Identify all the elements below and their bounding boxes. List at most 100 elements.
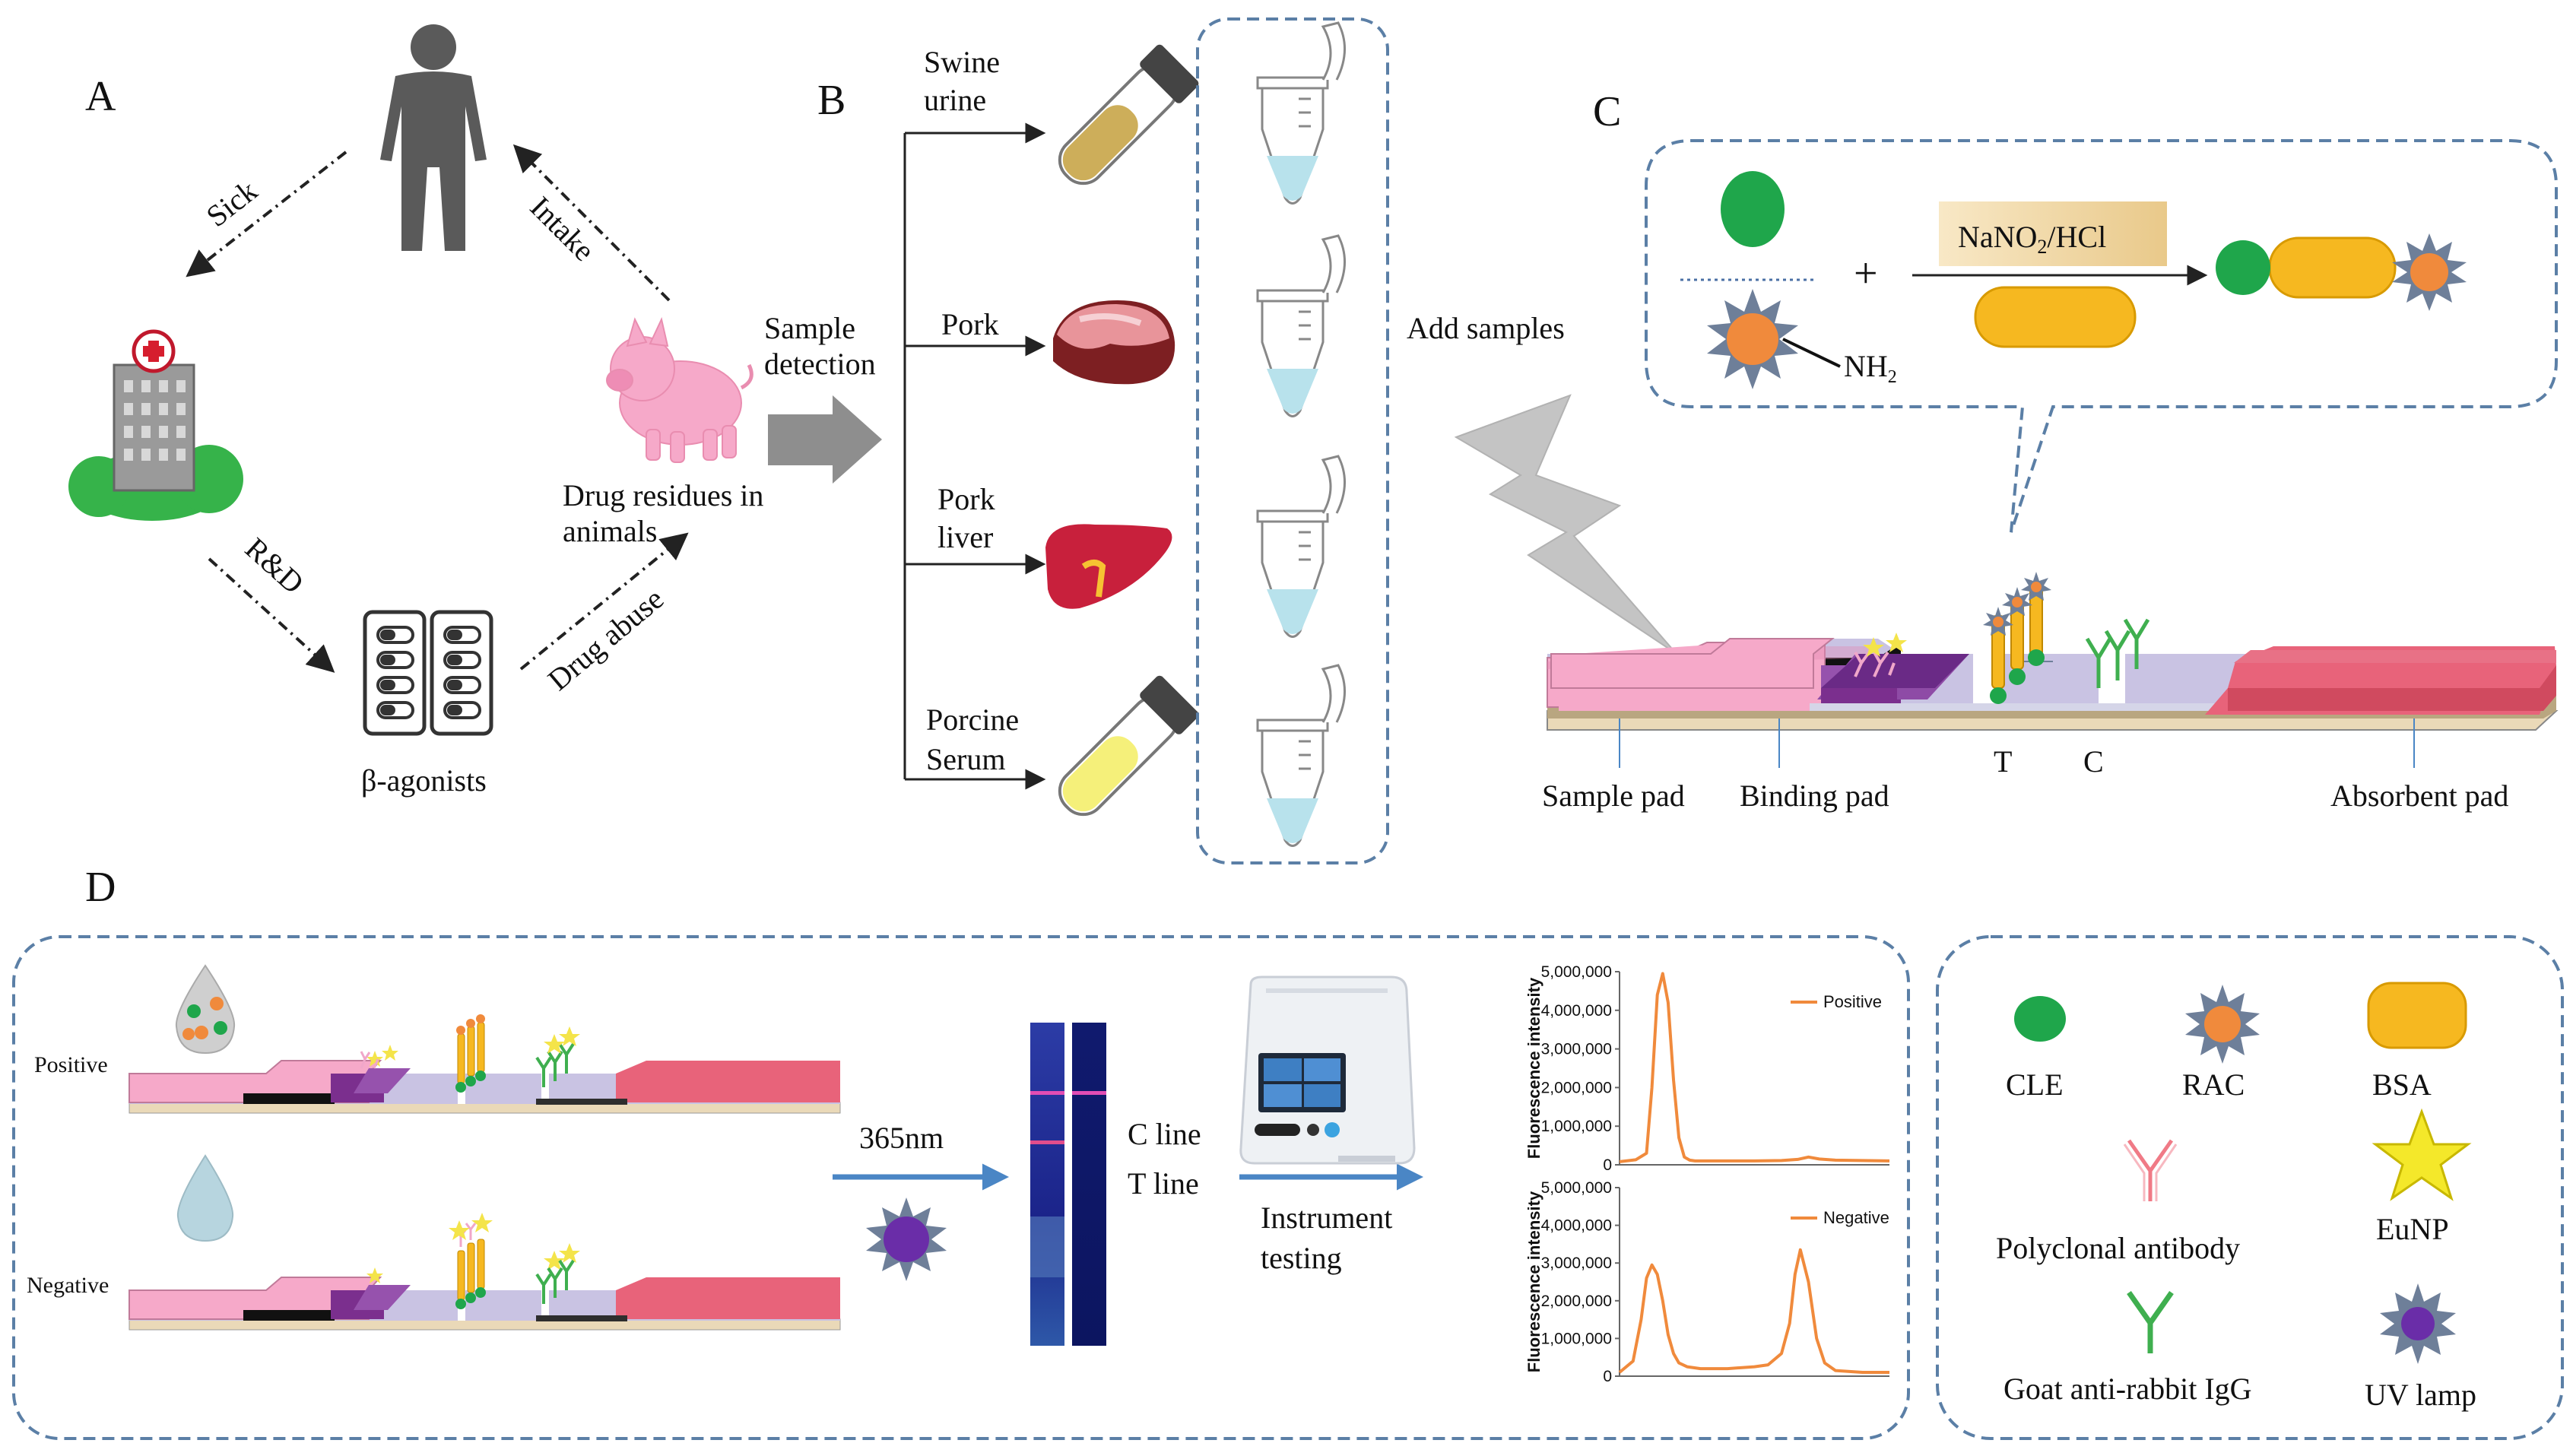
panel-a-arrows [186,144,689,673]
legend-polyclonal-label: Polyclonal antibody [1996,1231,2240,1265]
label-add-samples: Add samples [1407,311,1565,345]
y-tick-label: 2,000,000 [1541,1079,1612,1096]
pill-blister-icon [363,610,493,736]
label-sample-detection-2: detection [764,347,876,381]
pork-meat-icon [1053,300,1175,385]
label-rd: R&D [239,531,311,600]
legend-polyclonal-icon-outline [2123,1144,2178,1201]
y-tick-label: 1,000,000 [1541,1118,1612,1135]
human-figure-icon [380,24,487,251]
label-instrument-2: testing [1261,1241,1342,1275]
panel-label-d: D [85,864,116,911]
label-drug-abuse: Drug abuse [541,582,670,697]
y-tick-label: 4,000,000 [1541,1217,1612,1235]
positive-drop-icon [175,964,236,1055]
legend-uv-label: UV lamp [2365,1378,2476,1412]
series-line-negative [1618,1248,1889,1374]
sample-branch-lines [903,122,1046,790]
label-drug-residues-1: Drug residues in [563,478,763,512]
positive-test-strip [128,1014,841,1114]
cle-molecule-icon [1721,171,1785,247]
legend-entry: Positive [1823,992,1882,1011]
y-tick-label: 2,000,000 [1541,1293,1612,1310]
sample-label-swine-2: urine [924,83,986,117]
legend-eunp-icon [2372,1108,2472,1201]
label-t: T [1994,744,2012,779]
negative-drop-icon [176,1154,234,1242]
label-c-line: C line [1128,1117,1201,1151]
uv-lamp-icon [866,1197,947,1281]
panel-label-b: B [817,77,846,124]
label-sample-detection-1: Sample [764,311,855,345]
legend-entry: Negative [1823,1208,1889,1227]
y-tick-label: 3,000,000 [1541,1255,1612,1272]
rac-amine-icon [1707,289,1841,389]
label-t-line: T line [1128,1166,1199,1201]
sample-detection-arrow-icon [768,395,882,484]
label-absorbent-pad: Absorbent pad [2330,779,2508,813]
y-tick-label: 0 [1603,1156,1612,1174]
reaction-callout-box [1645,139,2558,533]
legend-goat-label: Goat anti-rabbit IgG [2004,1372,2252,1406]
panel-label-a: A [85,73,116,120]
test-strip-c [1547,572,2559,731]
serum-tube-icon [1058,675,1199,817]
y-tick-label: 5,000,000 [1541,963,1612,981]
label-instrument-1: Instrument [1261,1201,1392,1235]
urine-tube-icon [1058,44,1199,186]
microtube-group-box [1196,17,1389,864]
y-tick-label: 5,000,000 [1541,1179,1612,1197]
legend-box [1936,935,2564,1440]
sample-label-serum-2: Serum [926,742,1005,776]
legend-cle-label: CLE [2006,1067,2064,1102]
sample-label-liver-1: Pork [938,482,995,516]
legend-rac-icon [2185,985,2260,1064]
panel-label-c: C [1593,88,1621,135]
label-drug-residues-2: animals [563,514,657,548]
legend-polyclonal-icon [2127,1139,2174,1201]
hospital-icon [68,329,243,521]
reagent-box [1939,201,2167,266]
y-tick-label: 0 [1603,1368,1612,1385]
chart-negative: 5,000,000 4,000,000 3,000,000 2,000,000 1,00… [1524,1179,1889,1385]
negative-test-strip [128,1213,841,1331]
chart-positive: 5,000,0004,000,0003,000,0002,000,0001,00… [1524,963,1890,1174]
plus-sign: + [1854,250,1878,297]
lightning-arrow-icon [1454,394,1677,655]
bsa-reagent-icon [1974,286,2137,348]
legend-bsa-icon [2367,982,2467,1049]
label-sick: Sick [200,173,264,233]
legend-bsa-label: BSA [2372,1067,2432,1102]
sample-label-pork: Pork [941,307,999,341]
strip-label-leaders [1619,718,2415,768]
label-365nm: 365nm [859,1121,944,1155]
microtube-icons [1256,21,1346,847]
y-axis-label: Fluorescence intensity [1524,1191,1543,1372]
label-c: C [2083,744,2104,779]
series-line-positive [1619,972,1890,1163]
legend-eunp-label: EuNP [2376,1212,2449,1246]
amine-label: NH2 [1844,349,1897,387]
label-intake: Intake [524,190,601,268]
fluorescence-strips [1030,1023,1106,1346]
reagent-label: NaNO2/HCl [1958,220,2106,258]
legend-rac-label: RAC [2182,1067,2245,1102]
y-tick-label: 1,000,000 [1541,1330,1612,1347]
fluorescence-reader-icon [1239,975,1416,1165]
conjugate-product-icon [2216,233,2467,311]
label-beta-agonists: β-agonists [361,763,487,798]
legend-goat-icon [2127,1290,2174,1353]
label-sample-pad: Sample pad [1542,779,1685,813]
sample-label-liver-2: liver [938,520,993,554]
legend-cle-icon [2014,996,2066,1042]
pork-liver-icon [1045,524,1172,609]
y-tick-label: 3,000,000 [1541,1041,1612,1058]
label-binding-pad: Binding pad [1740,779,1889,813]
legend-uv-lamp-icon [2380,1283,2456,1364]
pig-icon [606,316,753,463]
sample-label-swine-1: Swine [924,45,1000,79]
y-axis-label: Fluorescence intensity [1524,977,1543,1159]
label-positive: Positive [34,1052,108,1077]
label-negative: Negative [27,1273,109,1298]
